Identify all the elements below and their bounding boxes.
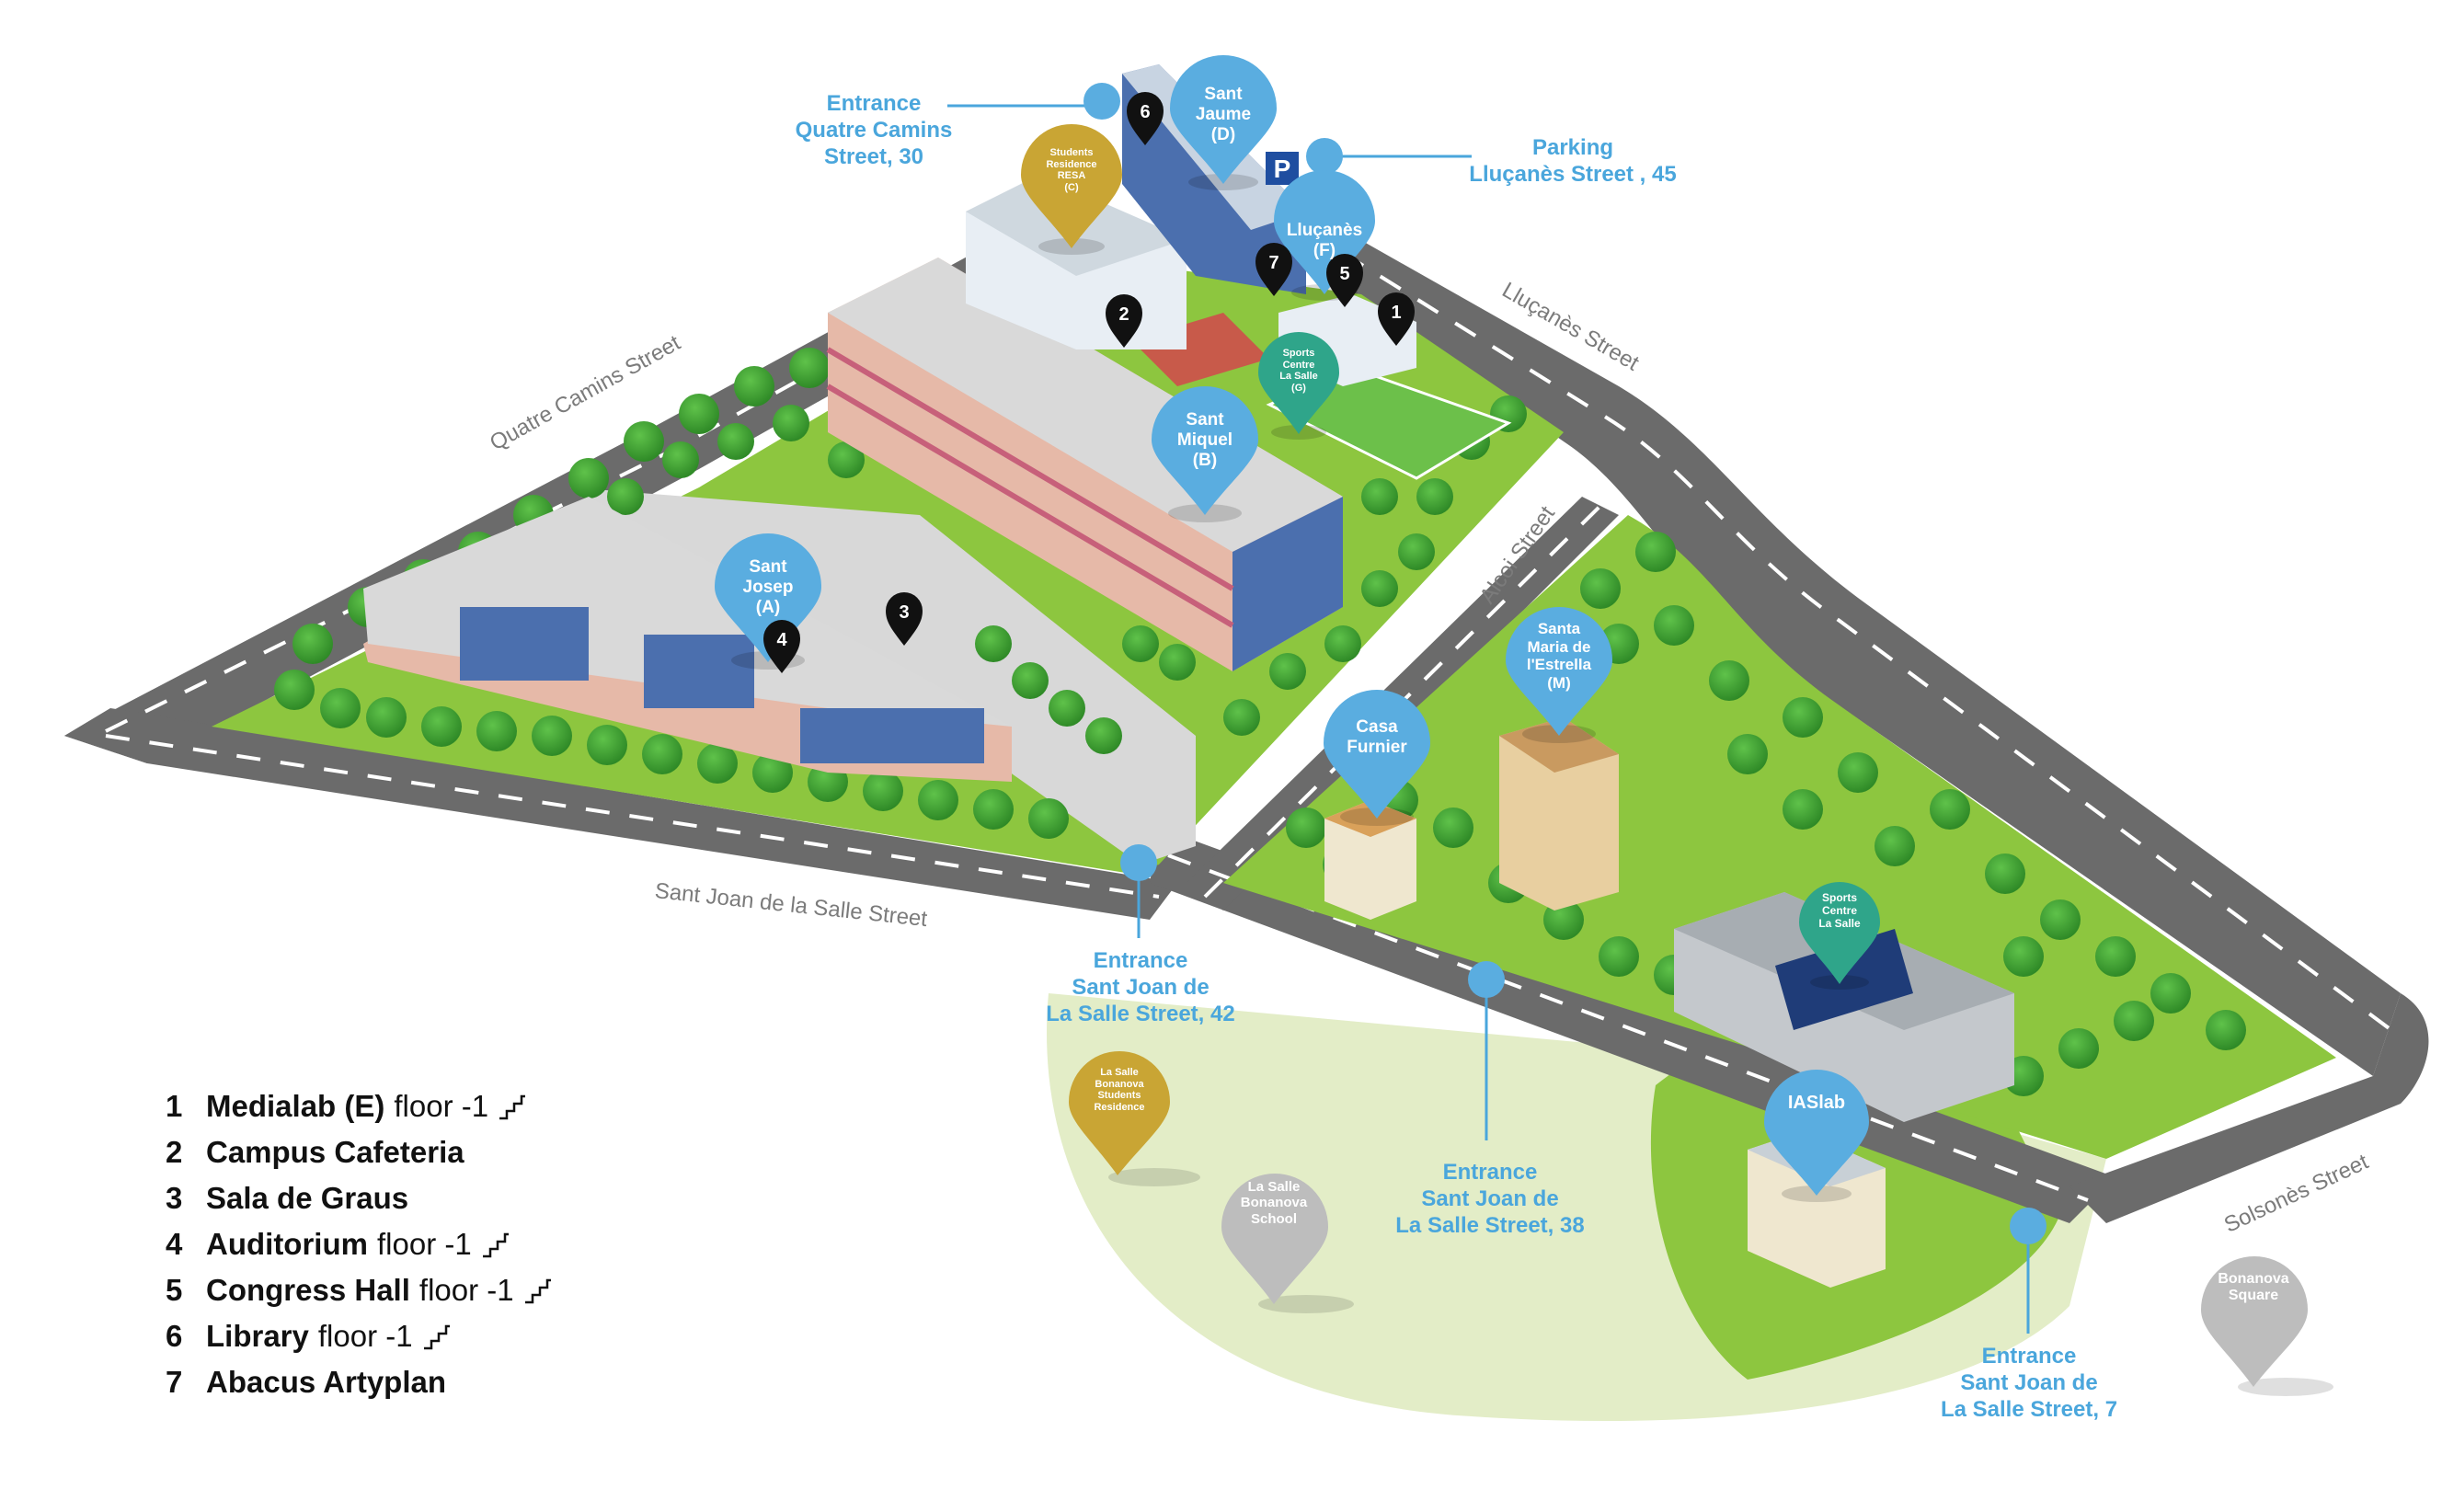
building-santa-maria	[1499, 717, 1619, 911]
legend-number: 2	[166, 1135, 183, 1169]
legend-number: 3	[166, 1181, 183, 1215]
pin-label-sant-jaume: Sant Jaume (D)	[1195, 85, 1252, 144]
legend-item: 1 Medialab (E) floor -1	[166, 1083, 553, 1129]
pin-label-bonanova-square: Bonanova Square	[2218, 1271, 2289, 1304]
pin-label-resa: Students Residence RESA (C)	[1046, 147, 1097, 193]
marker-7[interactable]: 7	[1255, 243, 1292, 296]
pin-resa[interactable]	[1021, 124, 1122, 255]
svg-text:6: 6	[1140, 102, 1150, 122]
legend-number: 6	[166, 1319, 183, 1353]
svg-text:7: 7	[1268, 253, 1278, 273]
pin-santa-maria[interactable]	[1506, 607, 1612, 743]
pin-bonanova-school[interactable]	[1221, 1174, 1354, 1313]
marker-4[interactable]: 4	[763, 620, 800, 673]
pin-label-iaslab: IASlab	[1787, 1093, 1846, 1113]
marker-6[interactable]: 6	[1127, 92, 1164, 145]
building-casa-furnier	[1324, 800, 1416, 920]
stairs-icon	[423, 1324, 450, 1350]
legend-name: Campus Cafeteria	[206, 1135, 464, 1169]
entrance-leaders	[947, 104, 2030, 1334]
pin-label-sports-g: Sports Centre La Salle (G)	[1279, 348, 1318, 394]
legend-item: 3 Sala de Graus	[166, 1175, 553, 1221]
legend-name: Medialab (E)	[206, 1089, 385, 1123]
pin-sant-miquel[interactable]	[1152, 386, 1258, 522]
stairs-icon	[482, 1232, 509, 1258]
legend-name: Sala de Graus	[206, 1181, 409, 1215]
pin-label-sant-miquel: Sant Miquel (B)	[1176, 410, 1233, 470]
svg-text:5: 5	[1339, 264, 1349, 284]
stairs-icon	[499, 1094, 526, 1120]
pin-label-bonanova-residence: La Salle Bonanova Students Residence	[1094, 1067, 1145, 1113]
legend-floor: floor -1	[376, 1227, 472, 1261]
pin-bonanova-residence[interactable]	[1069, 1051, 1200, 1186]
marker-2[interactable]: 2	[1106, 294, 1142, 348]
legend-number: 5	[166, 1273, 183, 1307]
marker-3[interactable]: 3	[886, 592, 923, 646]
legend-floor: floor -1	[317, 1319, 413, 1353]
entrance-sant-joan-42: Entrance Sant Joan de La Salle Street, 4…	[1046, 948, 1235, 1026]
parking-sign: P	[1266, 152, 1299, 185]
pin-label-llucanes: Lluçanès (F)	[1286, 221, 1363, 260]
entrance-parking: Parking Lluçanès Street , 45	[1469, 135, 1677, 187]
pin-label-sant-josep: Sant Josep (A)	[742, 557, 794, 617]
legend-name: Abacus Artyplan	[206, 1365, 447, 1399]
pin-sports-g[interactable]	[1258, 332, 1339, 440]
east-grass	[1223, 515, 2336, 1159]
pin-label-sports-2: Sports Centre La Salle	[1818, 891, 1861, 930]
pin-label-bonanova-school: La Salle Bonanova School	[1240, 1179, 1308, 1227]
svg-text:P: P	[1274, 155, 1291, 183]
legend-name: Library	[206, 1319, 309, 1353]
svg-text:2: 2	[1118, 304, 1129, 325]
legend-number: 4	[166, 1227, 183, 1261]
entrance-quatre-camins: Entrance Quatre Camins Street, 30	[795, 91, 953, 169]
legend-name: Auditorium	[206, 1227, 368, 1261]
pin-sports-2[interactable]	[1799, 882, 1880, 990]
legend-floor: floor -1	[418, 1273, 514, 1307]
entrance-sant-joan-7: Entrance Sant Joan de La Salle Street, 7	[1940, 1344, 2118, 1422]
pin-label-casa-furnier: Casa Furnier	[1347, 717, 1407, 757]
legend-item: 2 Campus Cafeteria	[166, 1129, 553, 1175]
marker-1[interactable]: 1	[1378, 292, 1415, 346]
entrance-dots	[1083, 83, 2046, 1244]
stairs-icon	[524, 1278, 551, 1304]
legend-number: 7	[166, 1365, 183, 1399]
legend-floor: floor -1	[394, 1089, 489, 1123]
pin-sant-jaume[interactable]	[1170, 55, 1277, 190]
pin-label-santa-maria: Santa Maria de l'Estrella (M)	[1526, 620, 1592, 692]
svg-text:3: 3	[899, 602, 909, 623]
building-sant-josep	[363, 497, 1012, 782]
legend-item: 7 Abacus Artyplan	[166, 1359, 553, 1405]
entrance-sant-joan-38: Entrance Sant Joan de La Salle Street, 3…	[1395, 1160, 1585, 1238]
pin-iaslab[interactable]	[1764, 1070, 1869, 1202]
pin-casa-furnier[interactable]	[1324, 690, 1430, 826]
marker-5[interactable]: 5	[1326, 254, 1363, 307]
pin-bonanova-square[interactable]	[2201, 1256, 2333, 1396]
svg-text:4: 4	[776, 630, 787, 650]
svg-text:1: 1	[1391, 303, 1401, 323]
legend-number: 1	[166, 1089, 183, 1123]
legend-name: Congress Hall	[206, 1273, 410, 1307]
